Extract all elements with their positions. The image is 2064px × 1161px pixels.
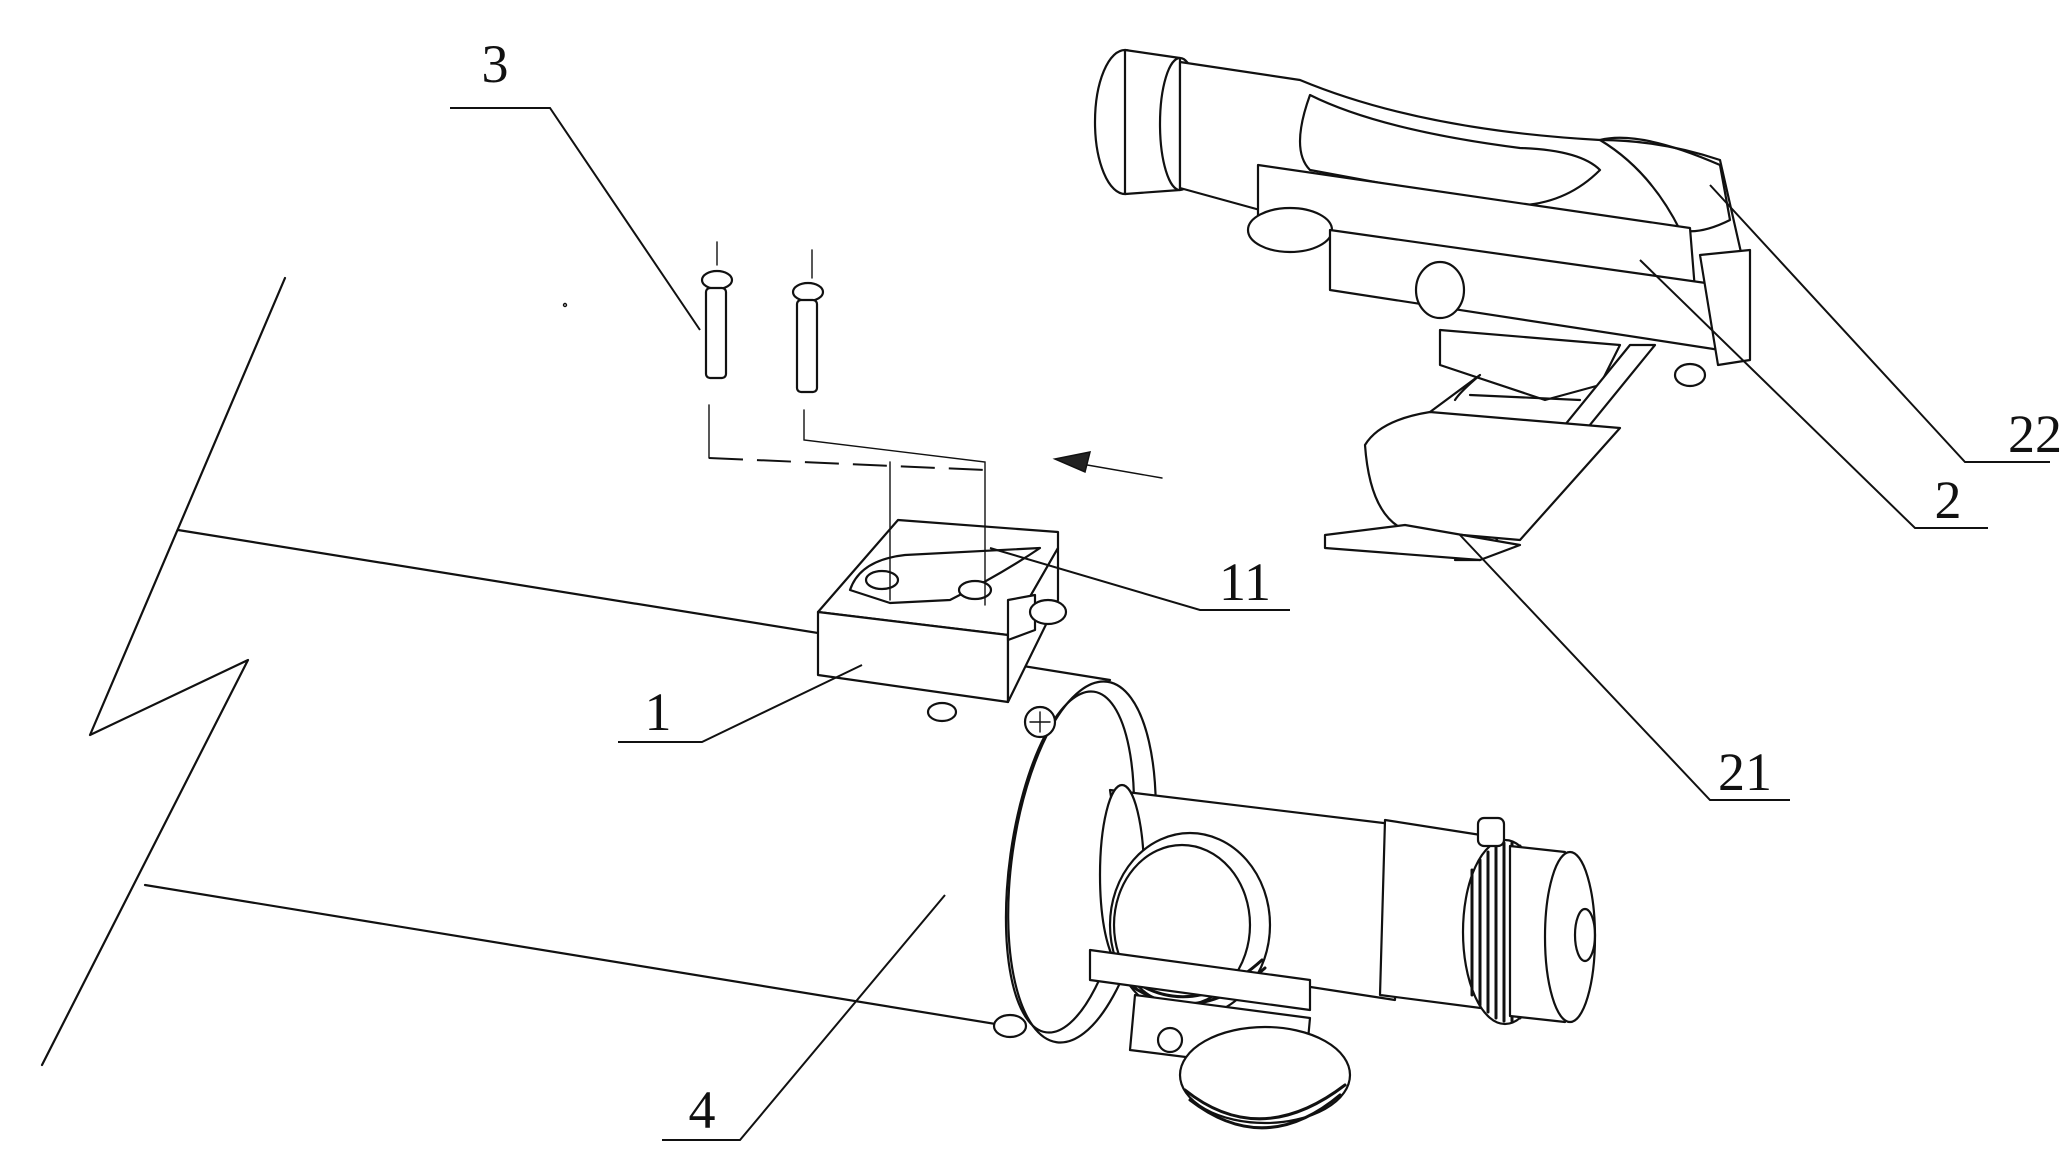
label-4: 4 bbox=[662, 894, 946, 1141]
label-2: 2 bbox=[1639, 259, 1988, 530]
label-text-4: 4 bbox=[689, 1080, 716, 1140]
label-text-1: 1 bbox=[645, 682, 672, 742]
label-text-11: 11 bbox=[1219, 552, 1271, 612]
finder-base bbox=[816, 518, 1068, 704]
label-text-3: 3 bbox=[482, 34, 509, 94]
red-dot-finder bbox=[1093, 48, 1752, 562]
label-3: 3 bbox=[450, 34, 701, 331]
label-text-22: 22 bbox=[2008, 404, 2062, 464]
label-21: 21 bbox=[1459, 534, 1790, 802]
label-22: 22 bbox=[1709, 184, 2062, 464]
label-text-21: 21 bbox=[1718, 742, 1772, 802]
label-text-2: 2 bbox=[1935, 470, 1962, 530]
label-11: 11 bbox=[989, 547, 1290, 612]
mounting-screws bbox=[700, 241, 1163, 606]
label-1: 1 bbox=[618, 664, 863, 743]
focuser-assembly bbox=[1088, 783, 1597, 1130]
